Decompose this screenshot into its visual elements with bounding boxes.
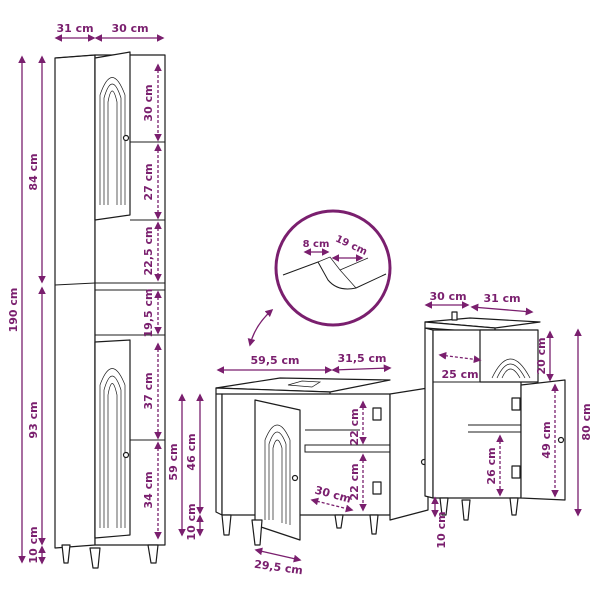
- tall-shelf-4-label: 19,5 cm: [142, 289, 155, 338]
- tall-depth-label: 31 cm: [56, 22, 93, 35]
- sink-inner-width-label: 29,5 cm: [253, 558, 303, 578]
- sink-body-height-label: 46 cm: [185, 433, 198, 470]
- sink-depth-label: 31,5 cm: [338, 352, 387, 365]
- small-drawer-height-label: 20 cm: [535, 337, 548, 374]
- tall-shelf-1-label: 30 cm: [142, 84, 155, 121]
- tall-width-label: 30 cm: [111, 22, 148, 35]
- small-total-height-label: 80 cm: [580, 403, 593, 440]
- tall-shelf-2-label: 27 cm: [142, 163, 155, 200]
- small-leg-height-label: 10 cm: [435, 511, 448, 548]
- sink-total-height-label: 59 cm: [167, 443, 180, 480]
- sink-width-label: 59,5 cm: [251, 354, 300, 367]
- sink-shelf-upper-label: 22 cm: [348, 408, 361, 445]
- sink-leg-height-label: 10 cm: [185, 503, 198, 540]
- small-door-height-label: 49 cm: [540, 421, 553, 458]
- tall-lower-height-label: 93 cm: [27, 401, 40, 438]
- notch-detail: 8 cm 19 cm: [247, 209, 392, 347]
- small-shelf-height-label: 26 cm: [485, 447, 498, 484]
- tall-upper-height-label: 84 cm: [27, 153, 40, 190]
- small-cabinet: 30 cm 31 cm 20 cm 25 cm 80 cm 49 cm 26 c…: [424, 290, 593, 549]
- small-width-label: 30 cm: [429, 290, 466, 303]
- sink-cabinet: 59,5 cm 31,5 cm 59 cm 46 cm 10 cm 22 cm …: [167, 352, 429, 578]
- sink-shelf-lower-label: 22 cm: [348, 463, 361, 500]
- tall-shelf-5-label: 37 cm: [142, 372, 155, 409]
- tall-leg-height-label: 10 cm: [27, 526, 40, 563]
- tall-shelf-3-label: 22,5 cm: [142, 227, 155, 276]
- notch-width-label: 8 cm: [303, 239, 330, 250]
- tall-total-height-label: 190 cm: [7, 288, 20, 333]
- small-depth-label: 31 cm: [483, 292, 520, 305]
- tall-cabinet: 31 cm 30 cm 190 cm 84 cm 93 cm 10 cm 30 …: [7, 22, 166, 569]
- small-drawer-depth-label: 25 cm: [441, 368, 478, 381]
- tall-shelf-6-label: 34 cm: [142, 471, 155, 508]
